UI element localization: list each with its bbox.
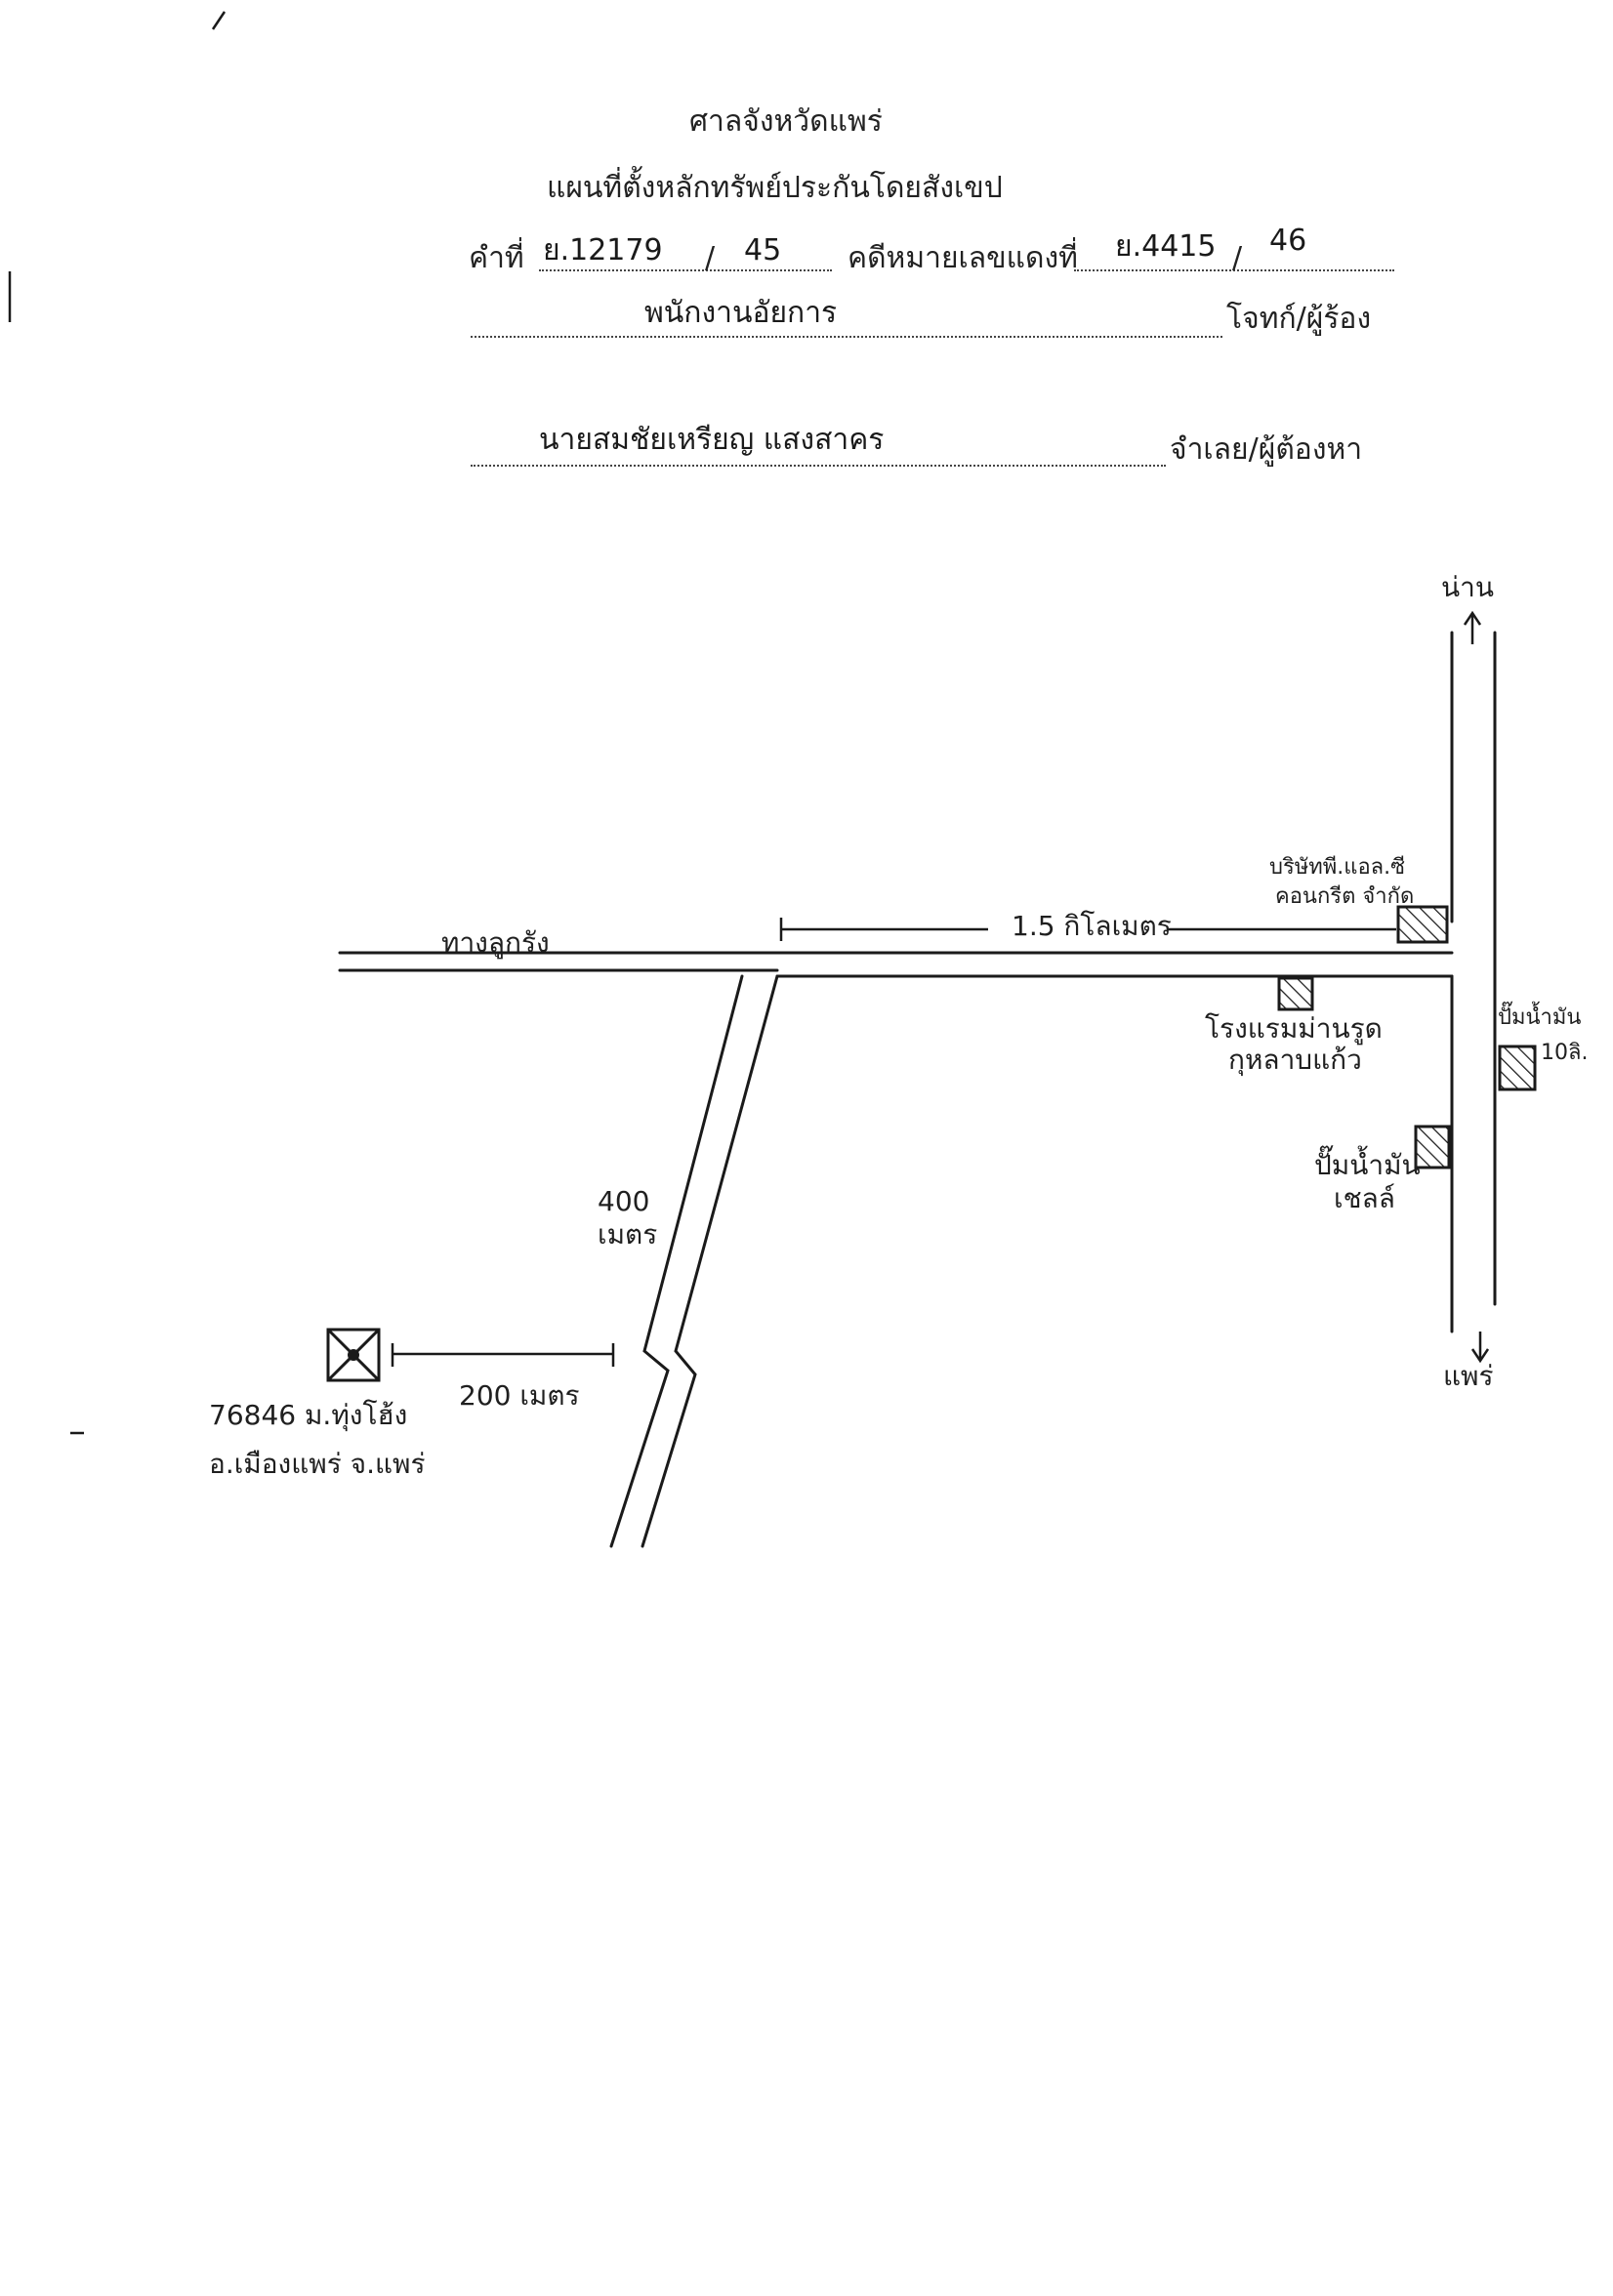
plot-label-1: 76846 ม.ทุ่งโฮ้ง <box>209 1399 408 1431</box>
order-year: 45 <box>744 233 782 267</box>
road-west-label: ทางลูกรัง <box>441 926 550 959</box>
resort-label-1: โรงแรมม่านรูด <box>1205 1012 1383 1045</box>
plot-marker-icon <box>348 1349 359 1361</box>
distance-main-label: 1.5 กิโลเมตร <box>1012 910 1172 942</box>
court-name: ศาลจังหวัดแพร่ <box>689 104 883 139</box>
shell-station-building <box>1414 1125 1451 1169</box>
red-case-slash: / <box>1232 241 1243 275</box>
defendant-line <box>471 465 1166 467</box>
north-label: น่าน <box>1441 571 1495 603</box>
red-case-label: คดีหมายเลขแดงที่ <box>848 241 1078 275</box>
stray-mark <box>211 11 227 30</box>
red-case-no: ย.4415 <box>1115 229 1217 264</box>
side-road-east-edge <box>641 974 779 1548</box>
plot-marker-icon <box>326 1328 381 1382</box>
company-building <box>1396 905 1449 944</box>
order-no: ย.12179 <box>543 233 663 267</box>
north-arrow-head <box>1463 610 1482 626</box>
red-case-line <box>1074 269 1394 271</box>
south-arrow-head <box>1470 1348 1490 1364</box>
distance-plot-label: 200 เมตร <box>459 1379 580 1412</box>
shell-label-1: ปั๊มน้ำมัน <box>1314 1149 1421 1181</box>
station-ten-label-1: ปั๊มน้ำมัน <box>1498 1005 1582 1030</box>
company-label-2: คอนกรีต จำกัด <box>1275 884 1415 909</box>
side-road-west-edge <box>609 974 744 1548</box>
resort-label-2: กุหลาบแก้ว <box>1228 1044 1362 1076</box>
plaintiff-line <box>471 336 1222 338</box>
shell-label-2: เชลล์ <box>1334 1182 1395 1214</box>
plaintiff-role: โจทก์/ผู้ร้อง <box>1226 302 1372 336</box>
station-ten-label-2: 10ลิ. <box>1541 1041 1589 1065</box>
document-title: แผนที่ตั้งหลักทรัพย์ประกันโดยสังเขป <box>547 171 1003 205</box>
distance-side-label: 400 เมตร <box>598 1185 658 1250</box>
station-ten-building <box>1498 1045 1537 1091</box>
order-label: คำที่ <box>469 241 524 275</box>
plot-label-2: อ.เมืองแพร่ จ.แพร่ <box>209 1448 426 1480</box>
order-slash: / <box>705 241 716 275</box>
resort-building <box>1277 976 1314 1011</box>
defendant-name: นายสมชัยเหรียญ แสงสาคร <box>539 423 885 457</box>
defendant-role: จำเลย/ผู้ต้องหา <box>1170 432 1363 467</box>
order-no-line <box>539 269 832 271</box>
company-label-1: บริษัทพี.แอล.ซี <box>1269 855 1406 880</box>
red-case-year: 46 <box>1269 224 1307 258</box>
south-label: แพร่ <box>1443 1360 1494 1392</box>
plaintiff-name: พนักงานอัยการ <box>644 296 838 330</box>
